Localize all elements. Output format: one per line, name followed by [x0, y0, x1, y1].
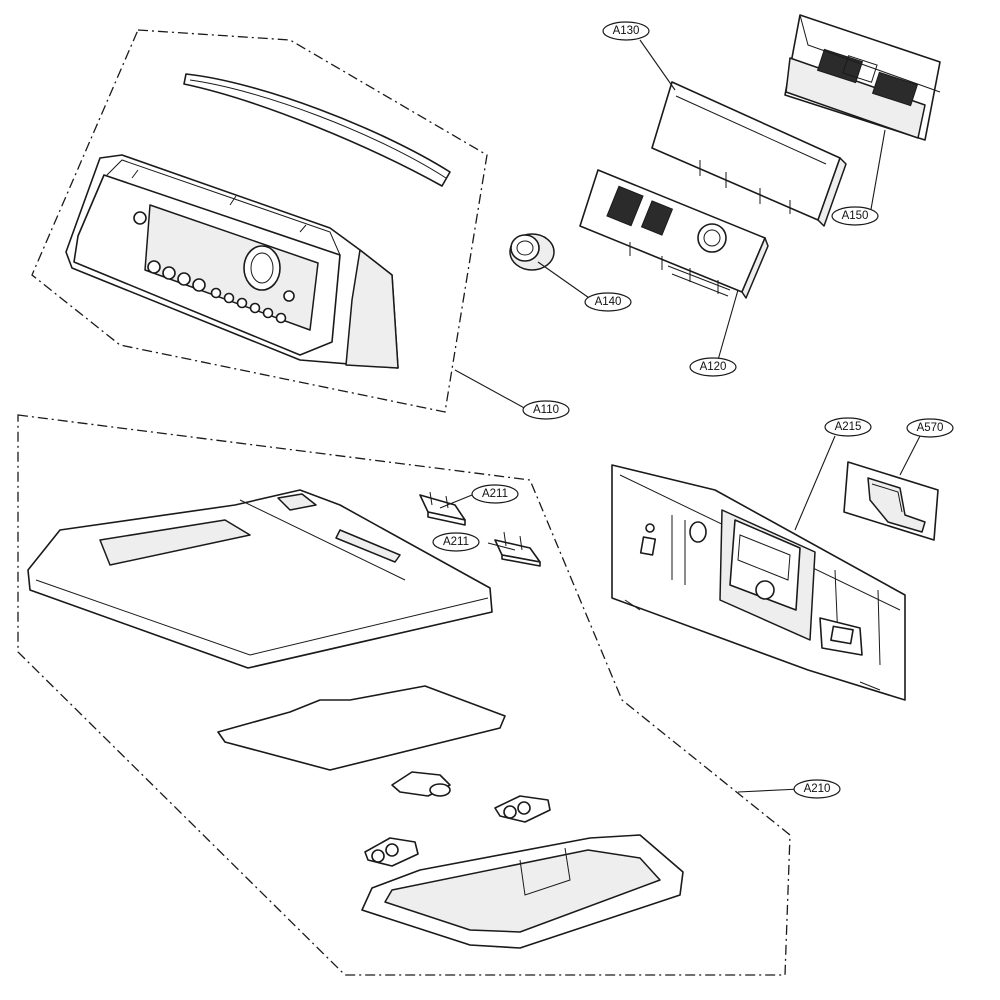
control-panel-trim-strip — [183, 73, 451, 187]
callout-a120-label: A120 — [700, 361, 727, 373]
callout-a211-upper-label: A211 — [482, 488, 508, 500]
callout-a215-label: A215 — [835, 421, 862, 433]
selector-knob-a140 — [509, 233, 555, 271]
callout-a150-label: A150 — [842, 210, 869, 222]
callout-a150: A150 — [831, 206, 879, 226]
callout-a211-upper: A211 — [471, 484, 519, 504]
callout-a140-label: A140 — [595, 296, 622, 308]
main-pcb-a120 — [579, 169, 769, 299]
callout-a120: A120 — [689, 357, 737, 377]
lid-frame — [361, 834, 684, 949]
rear-panel-a210 — [611, 464, 906, 701]
callout-a130-label: A130 — [613, 25, 640, 37]
control-panel-housing — [65, 154, 399, 369]
top-cover — [27, 489, 493, 669]
hinge-pin-3 — [364, 837, 419, 867]
a210-group-boundary — [17, 414, 791, 976]
access-cover-a570 — [843, 461, 939, 541]
callout-a570: A570 — [906, 418, 954, 438]
callout-a215: A215 — [824, 417, 872, 437]
callout-a570-label: A570 — [917, 422, 944, 434]
hinge-pin-1 — [391, 771, 451, 797]
callout-a140: A140 — [584, 292, 632, 312]
pcb-cover-bracket-a150 — [784, 14, 941, 141]
callout-a211-lower: A211 — [432, 532, 480, 552]
display-pcb-a130 — [651, 81, 847, 227]
hinge-pin-2 — [494, 795, 551, 823]
hinge-bracket-upper — [419, 491, 466, 526]
callout-a110-label: A110 — [533, 404, 559, 416]
callout-a110: A110 — [522, 400, 570, 420]
indicator-light-icon — [133, 211, 147, 225]
callout-a130: A130 — [602, 21, 650, 41]
a110-group-boundary — [31, 29, 488, 413]
callout-a210-label: A210 — [804, 783, 831, 795]
callout-a211-lower-label: A211 — [443, 536, 469, 548]
callout-a210: A210 — [793, 779, 841, 799]
leader-lines — [439, 39, 921, 793]
hinge-bracket-lower — [494, 531, 541, 567]
inner-cover-plate — [217, 685, 506, 771]
